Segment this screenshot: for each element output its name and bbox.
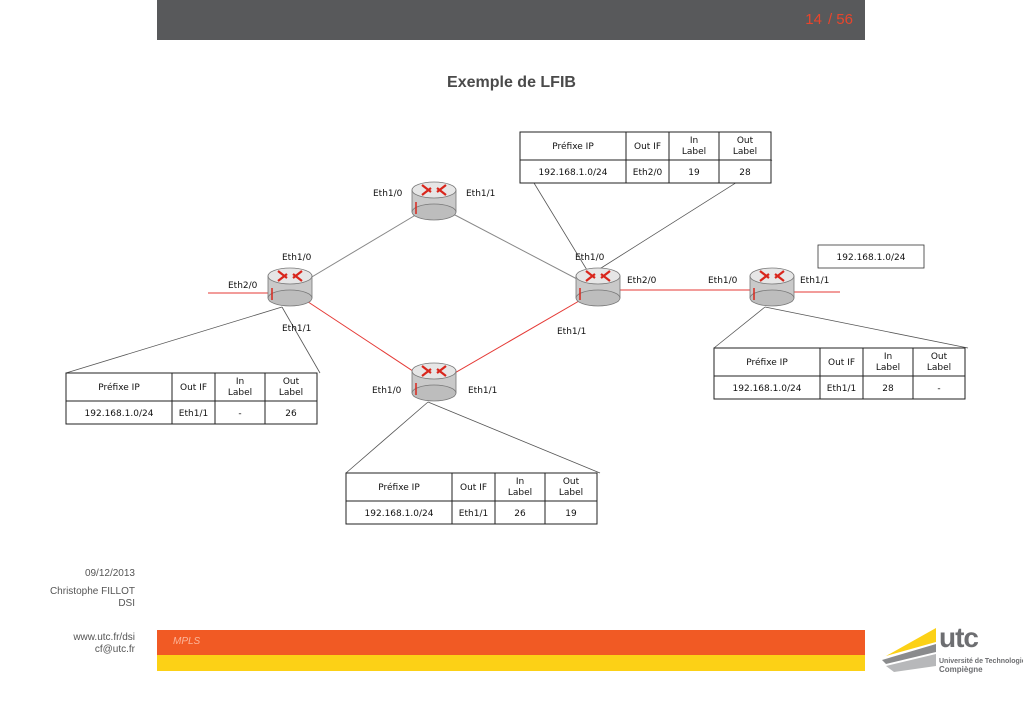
- utc-logo: utc Université de Technologie Compiègne: [878, 622, 1023, 682]
- lfib-bottom-out-label: 19: [565, 509, 577, 519]
- utc-logo-mark: [882, 628, 936, 672]
- lfib-center-out-if: Eth2/0: [633, 168, 663, 178]
- r-center-if-label-1: Eth2/0: [627, 276, 657, 286]
- lfib-left-header-in-label: Label: [228, 388, 252, 398]
- footer-author: Christophe FILLOT: [49, 586, 135, 597]
- lfib-bottom-in-label: 26: [514, 509, 526, 519]
- destination-prefix: 192.168.1.0/24: [837, 253, 906, 263]
- lfib-right-prefix: 192.168.1.0/24: [733, 384, 802, 394]
- lfib-bottom-prefix: 192.168.1.0/24: [365, 509, 434, 519]
- footer-info: 09/12/2013 Christophe FILLOT DSI: [50, 568, 135, 610]
- utc-logo-line1: Université de Technologie: [939, 658, 1023, 665]
- lfib-bottom-header-out-label: Out: [563, 477, 580, 487]
- r-bottom-if-label-1: Eth1/1: [468, 386, 497, 396]
- r-left-if-label-1: Eth2/0: [228, 281, 258, 291]
- utc-logo-word: utc: [939, 622, 979, 653]
- r-bottom-if-label-0: Eth1/0: [372, 386, 402, 396]
- r-center-router-icon: [575, 267, 621, 307]
- footer-dept: DSI: [118, 598, 135, 609]
- r-top-if-label-1: Eth1/1: [466, 189, 495, 199]
- page-total: / 56: [827, 11, 853, 28]
- lfib-right-out-if: Eth1/1: [827, 384, 856, 394]
- lfib-bottom-header-in-label: Label: [508, 488, 532, 498]
- lfib-right-header-out-label: Label: [927, 363, 951, 373]
- lfib-bottom-header-prefix: Préfixe IP: [378, 482, 420, 493]
- footer-yellow-bar: [157, 655, 865, 671]
- page-number: 14 / 56: [805, 11, 853, 28]
- callout-left-0: [65, 306, 283, 374]
- section-label: MPLS: [173, 636, 201, 647]
- utc-logo-subtitle: Université de Technologie Compiègne: [939, 658, 1023, 674]
- header-bar: 14 / 56: [157, 0, 865, 40]
- footer-orange-bar: MPLS: [157, 630, 865, 655]
- lfib-left-header-prefix: Préfixe IP: [98, 382, 140, 393]
- lfib-bottom-out-if: Eth1/1: [459, 509, 488, 519]
- lfib-center-header-in-label: In: [690, 136, 698, 146]
- r-bottom-router-icon: [411, 362, 457, 402]
- lfib-center-header-out-label: Label: [733, 147, 757, 157]
- link-left-bottom: [289, 289, 435, 386]
- lfib-center-header-in-label: Label: [682, 147, 706, 157]
- lfib-right-header-in-label: In: [884, 352, 892, 362]
- lfib-left-header-in-label: In: [236, 377, 244, 387]
- r-left-if-label-0: Eth1/0: [282, 253, 312, 263]
- lfib-right-out-label: -: [937, 384, 940, 394]
- lfib-right-header-out-if: Out IF: [828, 358, 855, 368]
- lfib-center-header-out-if: Out IF: [634, 142, 661, 152]
- page-current: 14: [805, 11, 822, 28]
- lfib-bottom-header-in-label: In: [516, 477, 524, 487]
- r-top-router-icon: [411, 181, 457, 221]
- lfib-bottom-header-out-if: Out IF: [460, 483, 487, 493]
- r-center-if-label-2: Eth1/1: [557, 327, 586, 337]
- lfib-right-in-label: 28: [882, 384, 894, 394]
- utc-logo-line2: Compiègne: [939, 665, 983, 674]
- lfib-center-prefix: 192.168.1.0/24: [539, 168, 608, 178]
- r-right-router-icon: [749, 267, 795, 307]
- slide-title: Exemple de LFIB: [447, 74, 576, 91]
- callout-bottom-0: [345, 401, 429, 474]
- lfib-bottom-header-out-label: Label: [559, 488, 583, 498]
- callout-right-1: [764, 306, 969, 349]
- lfib-right-header-out-label: Out: [931, 352, 948, 362]
- link-top-center: [433, 203, 599, 291]
- r-left-router-icon: [267, 267, 313, 307]
- lfib-left-out-if: Eth1/1: [179, 409, 208, 419]
- links: [65, 159, 969, 474]
- r-right-if-label-0: Eth1/0: [708, 276, 738, 286]
- lfib-left-header-out-label: Out: [283, 377, 300, 387]
- lfib-left-header-out-label: Label: [279, 388, 303, 398]
- destination-prefix-box: 192.168.1.0/24: [817, 244, 925, 269]
- r-right-if-label-1: Eth1/1: [800, 276, 829, 286]
- lfib-center-header-prefix: Préfixe IP: [552, 141, 594, 152]
- r-left-if-label-2: Eth1/1: [282, 324, 311, 334]
- footer-web: www.utc.fr/dsi: [73, 632, 135, 643]
- lfib-center-out-label: 28: [739, 168, 751, 178]
- callout-bottom-1: [427, 401, 601, 474]
- lfib-center-in-label: 19: [688, 168, 700, 178]
- footer-contact: www.utc.fr/dsi cf@utc.fr: [73, 632, 135, 656]
- lfib-left-header-out-if: Out IF: [180, 383, 207, 393]
- link-bottom-center: [433, 289, 599, 386]
- r-top-if-label-0: Eth1/0: [373, 189, 403, 199]
- routers: [267, 181, 795, 402]
- lfib-center-header-out-label: Out: [737, 136, 754, 146]
- r-center-if-label-0: Eth1/0: [575, 253, 605, 263]
- lfib-left-prefix: 192.168.1.0/24: [85, 409, 154, 419]
- lfib-right-header-prefix: Préfixe IP: [746, 357, 788, 368]
- lfib-left-in-label: -: [238, 409, 241, 419]
- callout-left-1: [281, 306, 321, 374]
- lfib-right-header-in-label: Label: [876, 363, 900, 373]
- callout-right-0: [713, 306, 766, 349]
- lfib-left-out-label: 26: [285, 409, 297, 419]
- link-left-top: [289, 203, 435, 291]
- footer-email: cf@utc.fr: [94, 644, 135, 655]
- footer-date: 09/12/2013: [84, 568, 135, 579]
